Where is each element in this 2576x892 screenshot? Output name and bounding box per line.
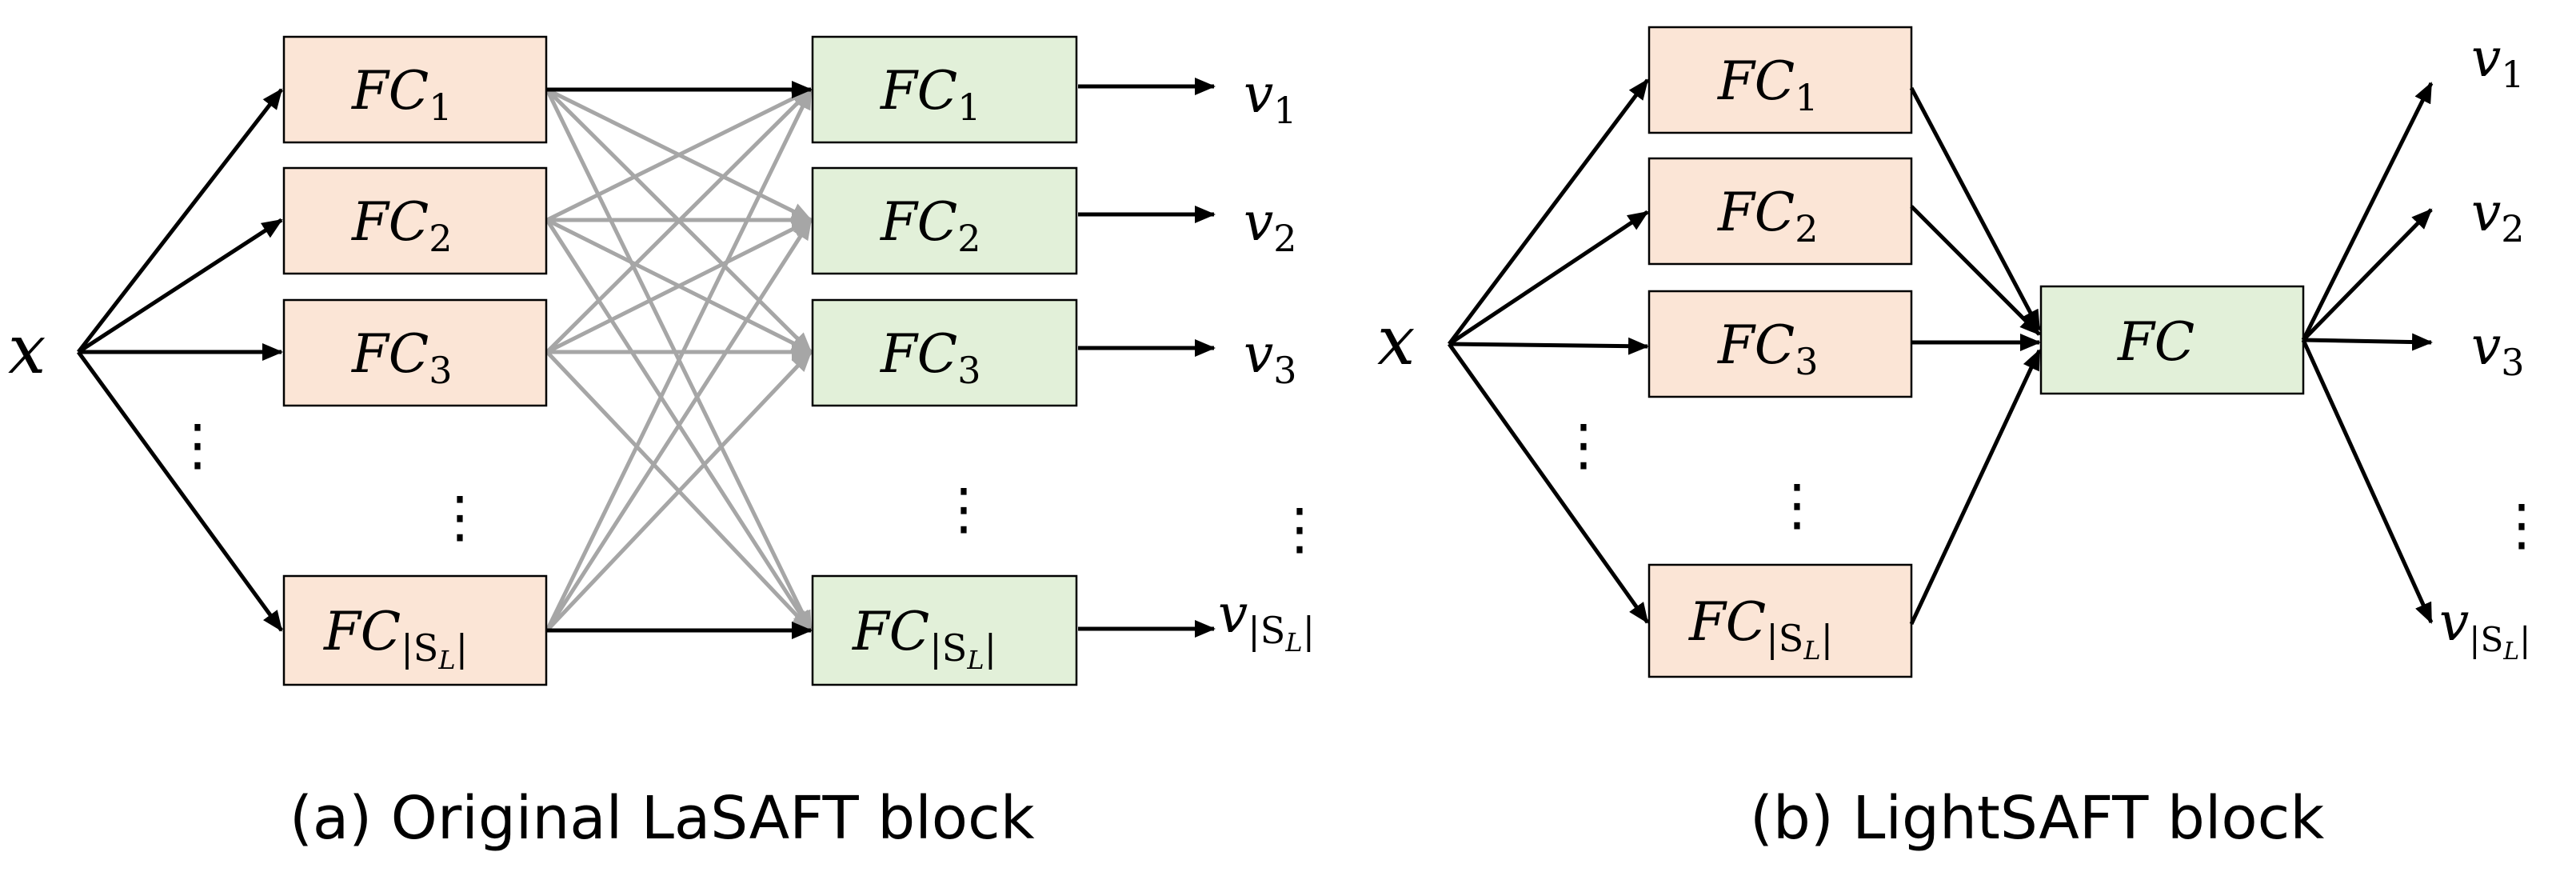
edge-l3-r2	[545, 218, 813, 354]
b-fc3-label: FC3	[1717, 314, 1819, 383]
fc1-left-label: FC1	[351, 60, 453, 129]
panel-b-input-x: x	[1377, 302, 1415, 380]
fc3-right-box	[811, 298, 1078, 407]
panel-a-ellipsis-left: ⋮	[432, 484, 488, 550]
panel-a-input-x: x	[8, 310, 46, 389]
fcsl-left-label: FC|SL|	[323, 601, 468, 675]
b-fcsl-box	[1647, 563, 1913, 678]
panel-a-cross-edges	[545, 87, 813, 632]
panel-b-output-edges	[2301, 82, 2434, 624]
b-center-fc-label: FC	[2117, 311, 2195, 373]
b-fc1-box	[1647, 26, 1913, 134]
b-output-vsl: v|SL|	[2439, 591, 2530, 666]
output-vsl: v|SL|	[1218, 583, 1315, 658]
b-output-v2: v2	[2471, 182, 2525, 250]
panel-a-output-edges	[1078, 78, 1216, 638]
edge-fc-vsl	[2301, 338, 2434, 624]
fc1-right-box	[811, 35, 1078, 144]
edge-bx-l3	[1448, 337, 1649, 355]
edge-bx-l4	[1447, 342, 1650, 624]
b-fc2-box	[1647, 157, 1913, 266]
fcsl-left-box	[282, 574, 548, 686]
edge-fc-v2	[2302, 208, 2433, 342]
b-fc2-label: FC2	[1717, 182, 1819, 250]
panel-b-ellipsis-output: ⋮	[2494, 492, 2550, 558]
fcsl-right-label: FC|SL|	[852, 601, 996, 675]
edge-bx-l1	[1448, 78, 1649, 346]
edge-l3-r1	[545, 88, 813, 354]
panel-a-left-boxes: FC1 FC2 FC3 FC|SL|	[282, 35, 548, 686]
output-v2: v2	[1244, 191, 1297, 260]
fc1-left-box	[282, 35, 548, 144]
panel-b-ellipsis-left: ⋮	[1769, 472, 1825, 538]
panel-b-input-edges	[1447, 78, 1650, 624]
fc3-left-label: FC3	[351, 323, 453, 392]
edge-x-l4	[76, 350, 284, 632]
panel-b-outputs: v1 v2 v3 v|SL|	[2439, 27, 2530, 666]
edge-l4-r3	[545, 350, 813, 632]
edge-l4-r2	[545, 218, 813, 632]
fc2-left-label: FC2	[351, 191, 453, 260]
b-output-v3: v3	[2471, 315, 2525, 384]
panel-a-outputs: v1 v2 v3 v|SL|	[1218, 63, 1315, 658]
panel-a-caption: (a) Original LaSAFT block	[290, 784, 1035, 853]
edge-l2-r1	[545, 87, 813, 222]
edge-fc-v1	[2301, 82, 2434, 342]
panel-a-input-edges	[76, 88, 284, 632]
b-fcsl-label: FC|SL|	[1688, 591, 1833, 666]
b-fc3-box	[1647, 290, 1913, 398]
b-output-v1: v1	[2471, 27, 2525, 96]
panel-b-ellipsis-input: ⋮	[1556, 412, 1611, 478]
panel-a: x FC1 FC2 FC3 FC|SL| FC1 FC2 FC3 FC|SL|	[8, 35, 1328, 853]
fc2-left-box	[282, 166, 548, 275]
fc3-right-label: FC3	[880, 323, 981, 392]
edge-x-l1	[77, 88, 283, 354]
panel-b-merge-edges	[1909, 86, 2042, 626]
edge-bl4-fc	[1909, 349, 2042, 626]
edge-bl1-fc	[1909, 86, 2042, 331]
panel-a-ellipsis-right: ⋮	[936, 476, 992, 542]
edge-fc-v3	[2302, 333, 2433, 351]
b-fc1-label: FC1	[1717, 50, 1819, 119]
panel-b-left-boxes: FC1 FC2 FC3 FC|SL|	[1647, 26, 1913, 678]
panel-b: x FC1 FC2 FC3 FC|SL| FC	[1377, 26, 2550, 853]
fc2-right-label: FC2	[880, 191, 981, 260]
edge-bl2-fc	[1910, 205, 2041, 336]
edge-bx-l2	[1448, 210, 1649, 346]
b-center-fc-box	[2039, 285, 2305, 395]
fc2-right-box	[811, 166, 1078, 275]
fcsl-right-box	[811, 574, 1078, 686]
fc1-right-label: FC1	[880, 60, 981, 129]
panel-a-ellipsis-input: ⋮	[170, 412, 226, 478]
panel-a-right-boxes: FC1 FC2 FC3 FC|SL|	[811, 35, 1078, 686]
output-v3: v3	[1244, 323, 1297, 392]
edge-l4-r1	[545, 88, 813, 632]
output-v1: v1	[1244, 63, 1297, 132]
edge-x-l2	[77, 218, 283, 354]
fc3-left-box	[282, 298, 548, 407]
panel-b-caption: (b) LightSAFT block	[1750, 784, 2324, 853]
panel-a-ellipsis-output: ⋮	[1272, 496, 1328, 562]
